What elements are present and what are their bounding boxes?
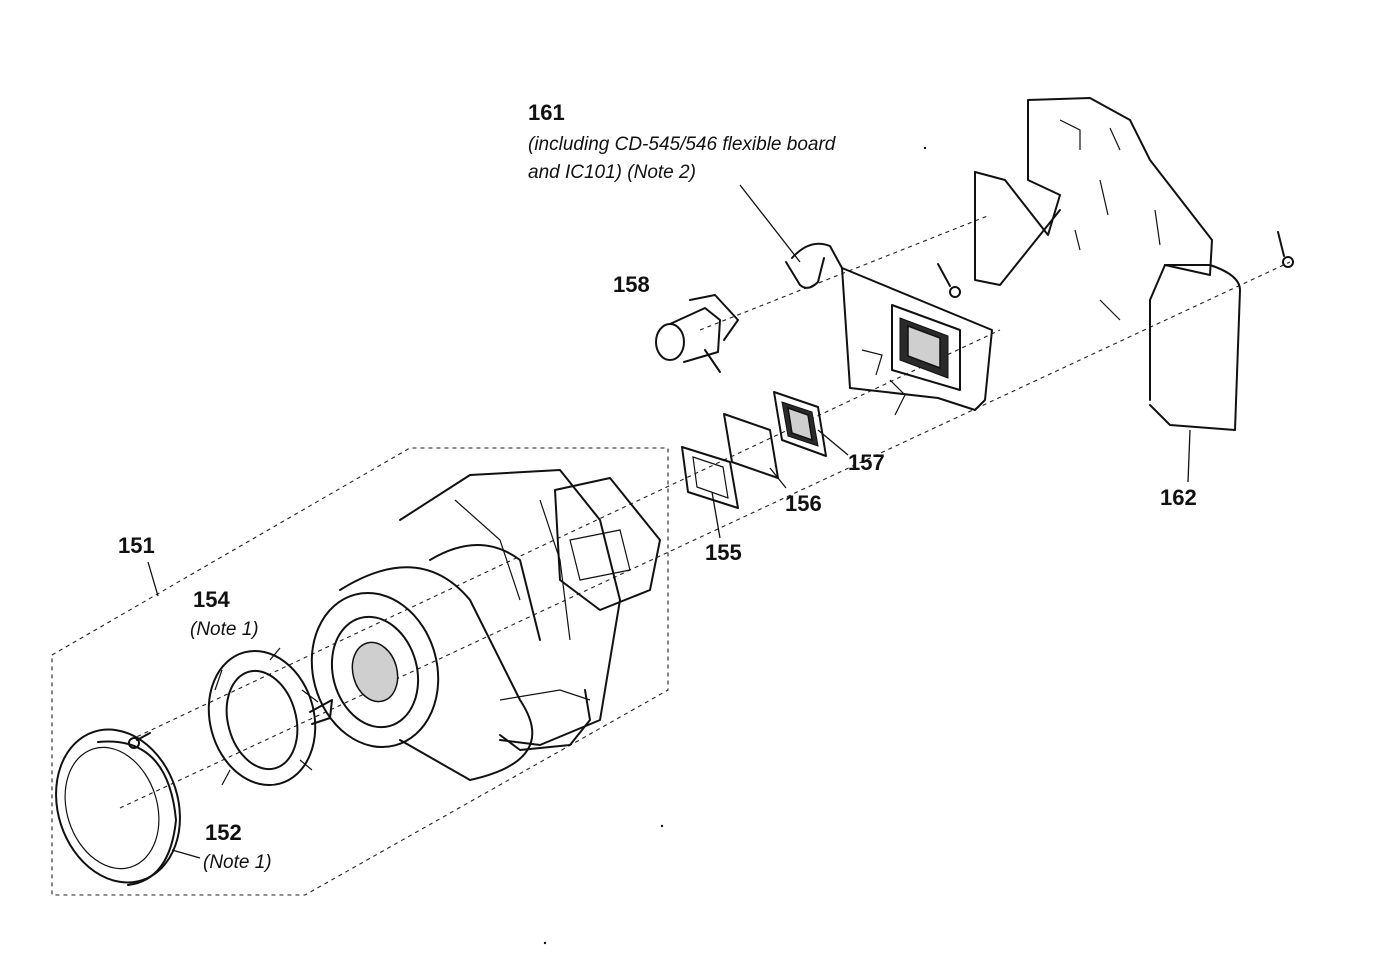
optical-axis-line-3 xyxy=(699,214,991,331)
part-158-sensor xyxy=(655,294,739,373)
leader-156 xyxy=(769,467,787,489)
screw-icon xyxy=(128,732,151,749)
label-161-note-line2: and IC101) (Note 2) xyxy=(528,162,696,183)
part-162-bracket xyxy=(974,97,1294,431)
part-155-frame xyxy=(681,446,739,509)
leader-151 xyxy=(147,561,159,597)
label-158-number: 158 xyxy=(613,272,650,297)
label-161-note-line1: (including CD-545/546 flexible board xyxy=(528,134,837,155)
part-157-filter-frame xyxy=(773,391,827,457)
assembly-151-boundary xyxy=(51,447,669,896)
part-154-bayonet-ring xyxy=(207,647,333,787)
leader-155 xyxy=(711,491,721,539)
label-155-number: 155 xyxy=(705,540,742,565)
leader-152 xyxy=(171,849,201,859)
label-162-number: 162 xyxy=(1160,485,1197,510)
label-152-number: 152 xyxy=(205,820,242,845)
part-152-lens-ring xyxy=(55,728,181,886)
label-154-number: 154 xyxy=(193,587,230,612)
label-151-number: 151 xyxy=(118,533,155,558)
optical-axis-line xyxy=(119,261,1291,809)
label-161-number: 161 xyxy=(528,100,565,125)
label-156-number: 156 xyxy=(785,491,822,516)
part-151-lens-barrel xyxy=(310,469,661,781)
optical-axis-line-2 xyxy=(129,329,1001,741)
part-161-ccd-board xyxy=(785,242,993,416)
leader-162 xyxy=(1187,429,1191,483)
leader-161 xyxy=(739,184,801,263)
label-154-note: (Note 1) xyxy=(190,619,259,640)
leader-157 xyxy=(817,429,849,456)
label-157-number: 157 xyxy=(848,450,885,475)
label-152-note: (Note 1) xyxy=(203,852,272,873)
